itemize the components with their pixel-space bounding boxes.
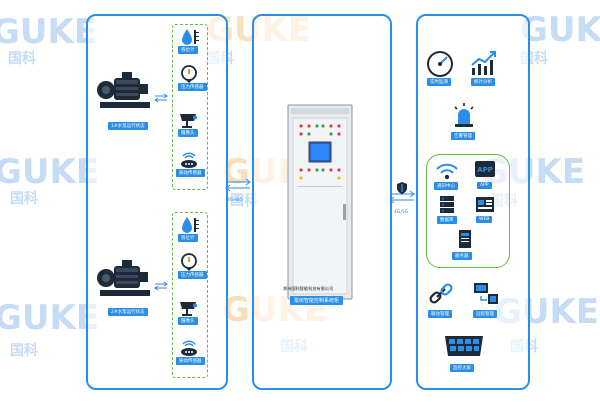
comm-center-label: 通讯中心 (434, 182, 458, 190)
watermark-logo: 国科 (8, 51, 36, 67)
wifi-icon (436, 163, 458, 180)
arrows-icon (154, 88, 168, 103)
sensor-label: 液位计 (178, 234, 198, 242)
4g-5g-link: 4G/5G (388, 178, 416, 222)
app-icon: APP (475, 161, 495, 177)
sensor-pressure: 压力传感器 (174, 252, 207, 279)
database-icon (440, 196, 454, 213)
pump-group-1: 1#水泵运行状态 (96, 70, 156, 140)
sensor-vibration: 振动传感器 (174, 150, 205, 177)
cabinet-system-label: 泵房智能控制系统柜 (290, 296, 344, 305)
link-arrows-icon (389, 190, 415, 204)
camera-icon (180, 114, 197, 128)
sensor-label: 摄像头 (178, 129, 198, 137)
sensor-label: 振动传感器 (176, 357, 205, 365)
sensor-camera: 摄像头 (174, 298, 204, 325)
watermark-logo: 国科 (10, 343, 38, 359)
remote-devices-icon (474, 283, 498, 304)
remote-item: 远程管理 (471, 280, 505, 324)
vibration-sensor-icon (181, 340, 197, 356)
remote-label: 远程管理 (473, 310, 497, 318)
video-wall-icon (445, 336, 483, 356)
alarm-item: 告警管理 (449, 100, 481, 146)
pressure-sensor-icon (181, 65, 197, 83)
sensor-vibration: 振动传感器 (174, 338, 205, 365)
linkage-label: 联动管理 (428, 310, 452, 318)
link-chain-icon (429, 283, 453, 304)
link-arrows-icon (225, 178, 251, 192)
watermark-logo: GUKE (0, 152, 100, 192)
server-cluster-box (426, 154, 510, 268)
control-cabinet: 郑州国科智能科技有限公司 (283, 104, 353, 300)
water-level-icon (182, 29, 199, 45)
server-item: 服务器 (452, 228, 482, 262)
big-screen-item: 监控大屏 (442, 332, 488, 378)
sensor-label: 振动传感器 (176, 169, 205, 177)
sensor-pressure: 压力传感器 (174, 64, 207, 91)
shield-icon (395, 180, 409, 194)
comm-center-item: 通讯中心 (434, 160, 464, 192)
alarm-label: 告警管理 (451, 132, 475, 140)
sensor-level-meter: 液位计 (174, 27, 204, 54)
sensor-label: 压力传感器 (178, 271, 207, 279)
pressure-sensor-icon (181, 253, 197, 271)
rs485-link: RS485 (224, 168, 252, 208)
web-browser-icon (476, 197, 494, 212)
sensor-column-1 (172, 24, 208, 190)
watermark-logo: 国科 (10, 191, 38, 207)
watermark-logo: GUKE (0, 12, 98, 52)
rs485-label: RS485 (228, 198, 243, 203)
realtime-monitor-label: 实时监测 (427, 78, 451, 86)
platform-panel (416, 14, 530, 390)
server-label: 服务器 (452, 252, 472, 260)
4g-5g-label: 4G/5G (394, 210, 409, 215)
sensor-level-meter: 液位计 (174, 215, 204, 242)
sensor-label: 摄像头 (178, 317, 198, 325)
sensor-camera: 摄像头 (174, 110, 204, 137)
water-level-icon (182, 217, 199, 233)
arrows-icon (154, 276, 168, 291)
realtime-monitor-item: 实时监测 (425, 48, 457, 90)
web-label: WEB (476, 216, 493, 223)
statistics-item: 统计分析 (469, 48, 503, 90)
statistics-label: 统计分析 (471, 78, 495, 86)
watermark-logo: GUKE (520, 10, 600, 50)
app-item: APP APP (472, 158, 502, 192)
sensor-column-2 (172, 212, 208, 378)
pump-1-status-label: 1#水泵运行状态 (108, 122, 148, 130)
web-item: WEB (472, 194, 502, 228)
field-devices-panel (86, 14, 228, 390)
app-label: APP (477, 182, 492, 189)
trend-chart-icon (471, 51, 496, 75)
sensor-label: 压力传感器 (178, 83, 207, 91)
server-icon (459, 230, 471, 248)
big-screen-label: 监控大屏 (450, 364, 474, 372)
pump-icon (97, 260, 150, 296)
pump-icon (97, 72, 150, 108)
sensor-label: 液位计 (178, 46, 198, 54)
gauge-icon (427, 51, 453, 77)
svg-text:APP: APP (477, 166, 493, 174)
alarm-light-icon (454, 103, 474, 127)
camera-icon (180, 302, 197, 316)
linkage-item: 联动管理 (426, 280, 460, 324)
pump-2-status-label: 2#水泵运行状态 (108, 308, 148, 316)
database-item: 数据库 (434, 194, 464, 228)
pump-group-2: 2#水泵运行状态 (96, 258, 156, 328)
cabinet-caption: 郑州国科智能科技有限公司 (283, 286, 334, 291)
watermark-logo: GUKE (0, 298, 100, 338)
cabinet-icon (287, 104, 353, 300)
vibration-sensor-icon (181, 152, 197, 168)
database-label: 数据库 (437, 216, 457, 224)
